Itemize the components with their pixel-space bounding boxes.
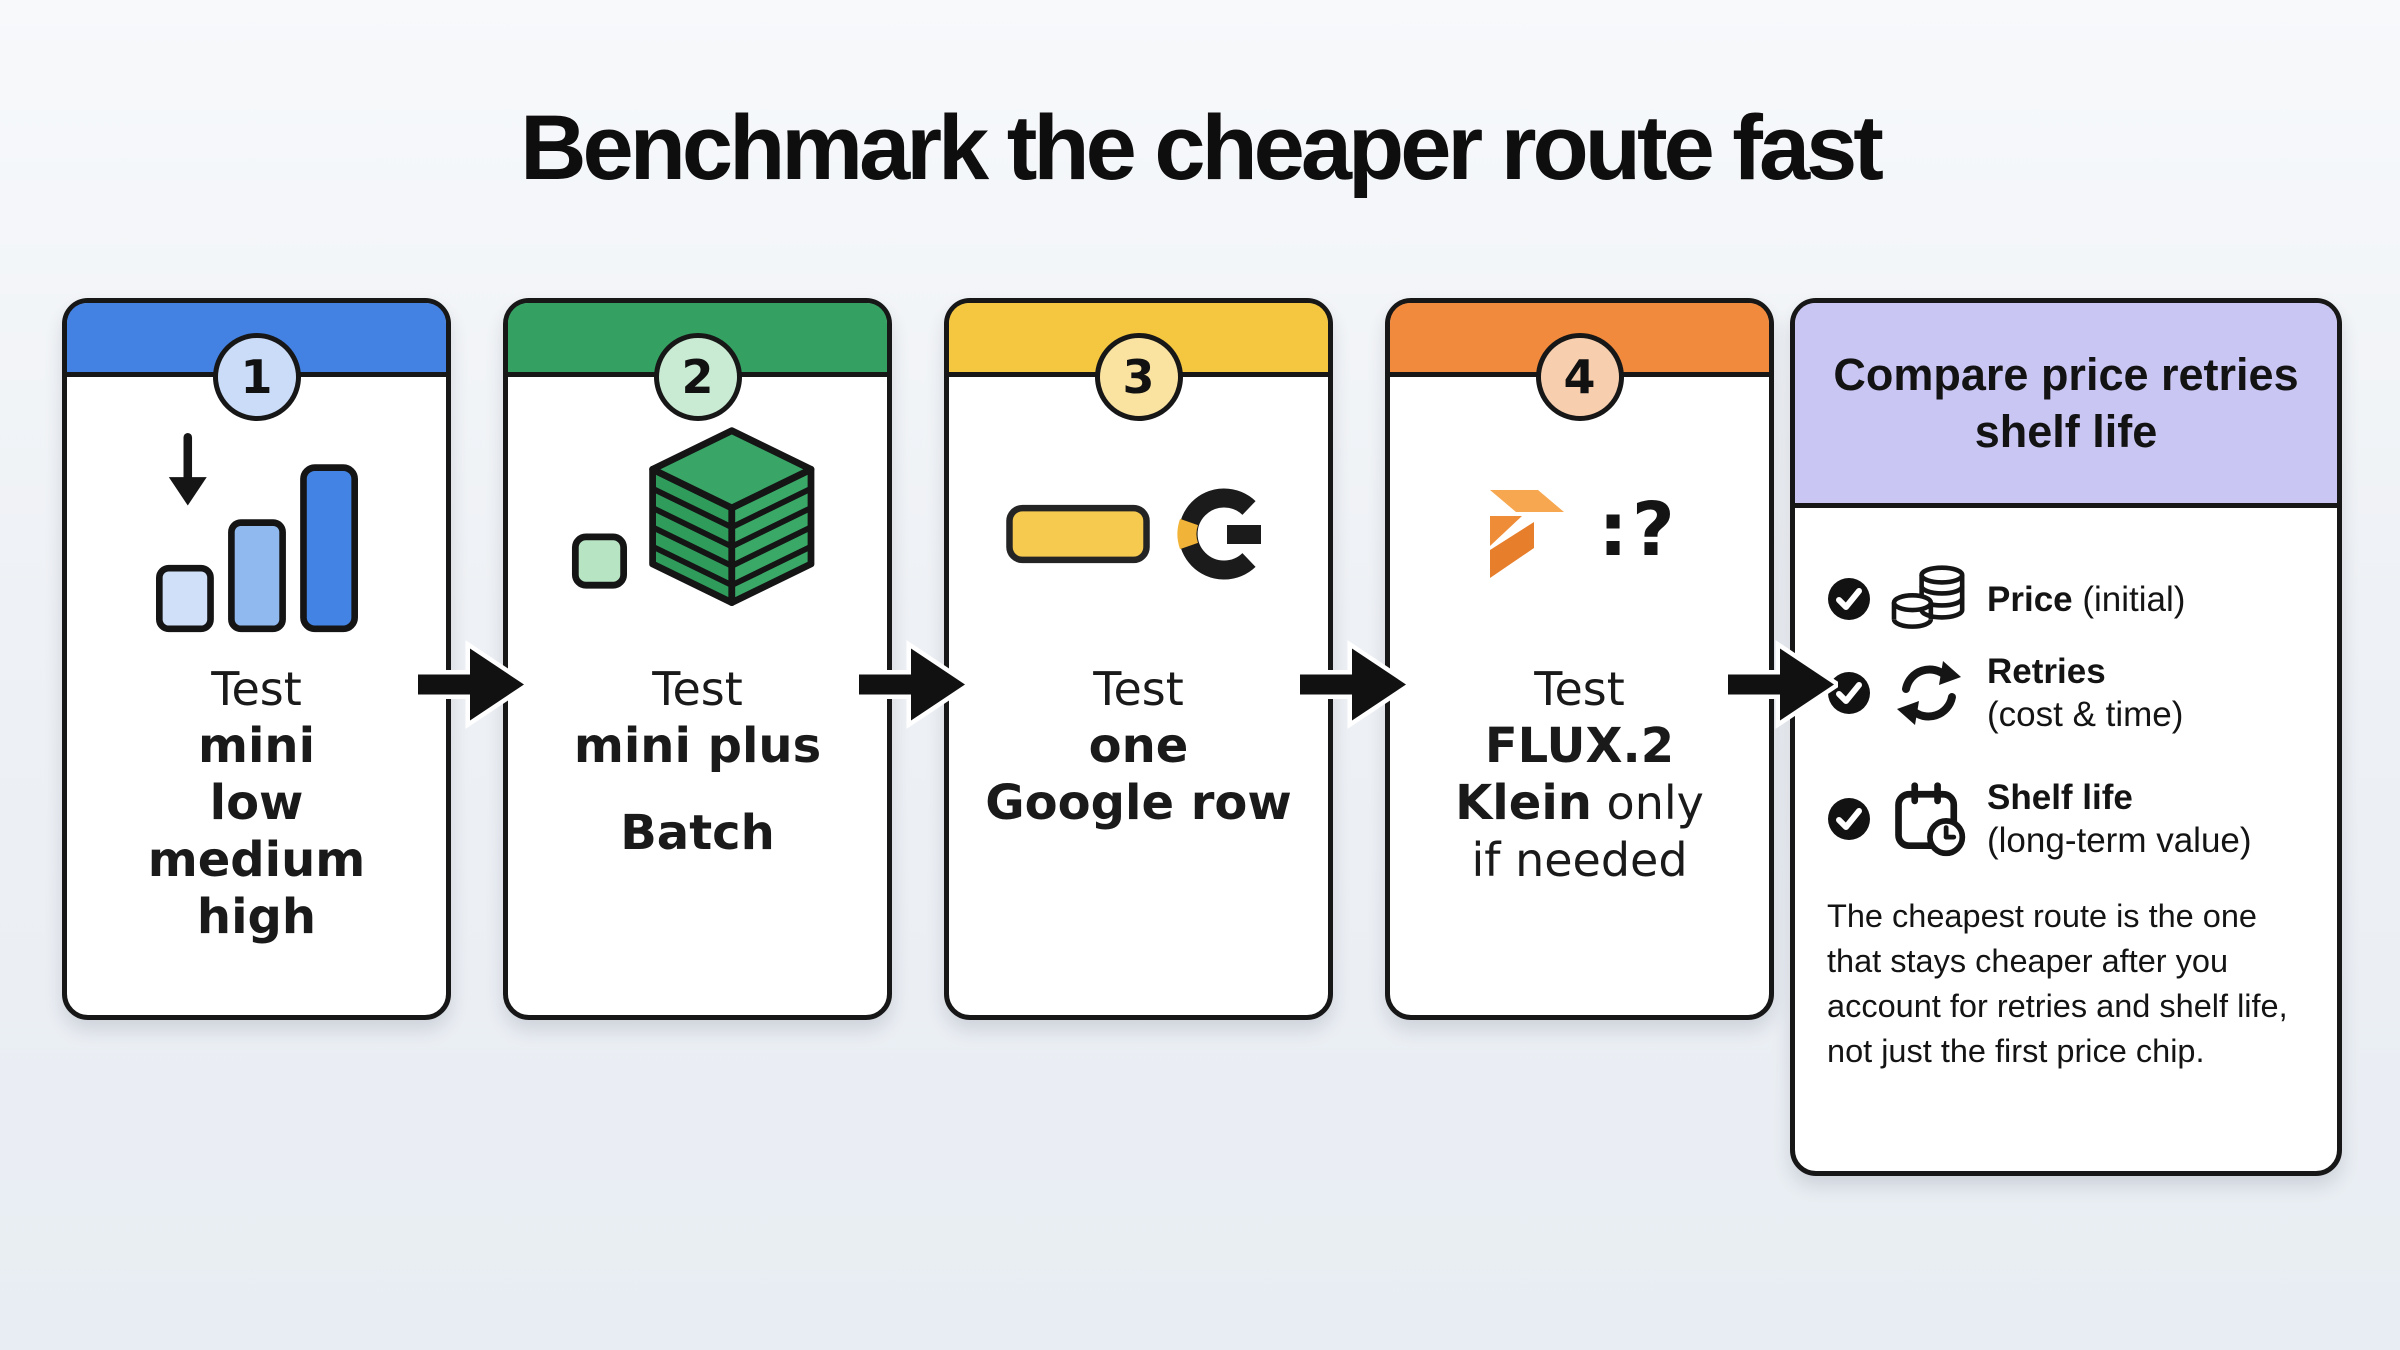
step-line: FLUX.2 — [1484, 718, 1675, 774]
summary-item-label: Shelf life — [1987, 778, 2133, 817]
step-line: Test — [652, 662, 743, 716]
step-line-bold-part: Klein — [1455, 775, 1592, 831]
step-line: if needed — [1471, 833, 1688, 887]
step-line: Batch — [620, 805, 775, 861]
step4-number-badge: 4 — [1535, 333, 1624, 421]
summary-item-text: Price (initial) — [1987, 578, 2185, 621]
arrow-right-icon — [854, 639, 974, 736]
arrow-right-icon — [1295, 639, 1415, 736]
step3-icon-zone — [949, 421, 1328, 651]
step1-number-badge: 1 — [212, 333, 301, 421]
summary-header: Compare price retries shelf life — [1795, 303, 2337, 508]
summary-item-detail: (initial) — [2072, 579, 2186, 619]
summary-item-detail: (cost & time) — [1987, 695, 2184, 734]
check-circle-icon — [1827, 671, 1871, 715]
check-circle-icon — [1827, 577, 1871, 621]
step3-number-badge: 3 — [1094, 333, 1183, 421]
summary-item-label: Price — [1987, 579, 2073, 619]
summary-item-label: Retries — [1987, 652, 2106, 691]
step-card-3: 3 Test one Google row — [944, 298, 1333, 1020]
flux-logo-icon — [1480, 486, 1580, 587]
arrow-right-icon — [413, 639, 533, 736]
summary-item-text: Retries (cost & time) — [1987, 650, 2183, 736]
step-card-2: 2 Test mini plus — [503, 298, 892, 1020]
summary-card: Compare price retries shelf life — [1790, 298, 2342, 1176]
step-line: one — [1088, 718, 1189, 774]
step-line: Test — [1534, 662, 1625, 716]
bar-levels-icon — [138, 424, 376, 649]
step-line: low — [209, 775, 304, 831]
summary-item-price: Price (initial) — [1827, 564, 2307, 634]
check-circle-icon — [1827, 797, 1871, 841]
step-line: Klein only — [1390, 775, 1769, 832]
summary-note: The cheapest route is the one that stays… — [1827, 898, 2288, 1069]
price-chip-icon — [1003, 501, 1153, 572]
step4-icon-zone: :? — [1390, 421, 1769, 651]
step3-text: Test one Google row — [949, 661, 1328, 832]
refresh-icon — [1887, 657, 1971, 729]
arrow-right-icon — [1723, 639, 1843, 736]
summary-item-retries: Retries (cost & time) — [1827, 650, 2307, 736]
step1-icon-zone — [67, 421, 446, 651]
step-card-4: 4 :? Test FLUX.2 Klein only if needed — [1385, 298, 1774, 1020]
step-line: high — [196, 889, 317, 945]
step-card-1: 1 Test mini low medium high — [62, 298, 451, 1020]
step-line-regular-part: only — [1591, 776, 1704, 830]
page-title: Benchmark the cheaper route fast — [520, 97, 1884, 199]
summary-body: Price (initial) Retries (cost & time) — [1795, 508, 2337, 1074]
step-line: medium — [147, 832, 366, 888]
step-line: Google row — [985, 775, 1292, 831]
step2-icon-zone — [508, 421, 887, 651]
step2-number-badge: 2 — [653, 333, 742, 421]
summary-item-shelf-life: Shelf life (long-term value) — [1827, 776, 2307, 862]
step4-text: Test FLUX.2 Klein only if needed — [1390, 661, 1769, 889]
step-line: Test — [1093, 662, 1184, 716]
batch-stack-icon — [567, 421, 829, 652]
summary-item-detail: (long-term value) — [1987, 821, 2252, 860]
question-colon-text: :? — [1598, 487, 1679, 573]
step-line: mini — [197, 718, 316, 774]
step-line: Test — [211, 662, 302, 716]
calendar-clock-icon — [1887, 779, 1971, 859]
step1-text: Test mini low medium high — [67, 661, 446, 946]
google-g-icon — [1171, 482, 1275, 591]
step-line: mini plus — [573, 718, 822, 774]
step2-text: Test mini plus Batch — [508, 661, 887, 862]
coins-icon — [1887, 564, 1971, 634]
summary-item-text: Shelf life (long-term value) — [1987, 776, 2252, 862]
